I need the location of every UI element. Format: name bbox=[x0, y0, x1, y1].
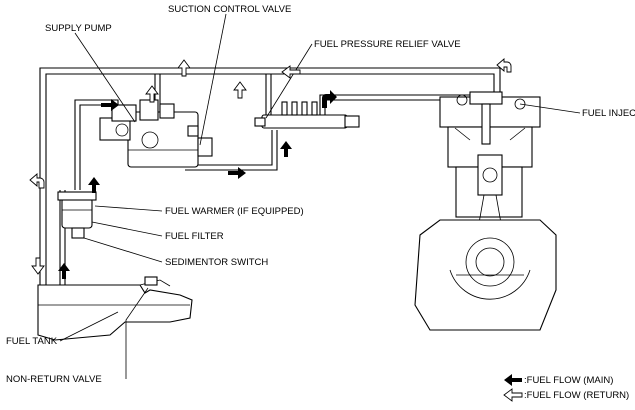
label-suction-control-valve: SUCTION CONTROL VALVE bbox=[168, 4, 291, 15]
return-flow-arrows bbox=[29, 58, 512, 275]
main-flow-arrows bbox=[58, 90, 337, 279]
label-non-return-valve: NON-RETURN VALVE bbox=[6, 374, 102, 385]
legend-return-arrow bbox=[503, 388, 523, 402]
label-sedimentor-switch: SEDIMENTOR SWITCH bbox=[165, 257, 268, 268]
supply-pump bbox=[99, 99, 213, 168]
return-flow-arrow-4 bbox=[281, 65, 301, 79]
label-fuel-filter: FUEL FILTER bbox=[165, 231, 224, 242]
legend: :FUEL FLOW (MAIN) :FUEL FLOW (RETURN) bbox=[503, 374, 629, 402]
legend-main-text: :FUEL FLOW (MAIN) bbox=[524, 375, 613, 386]
common-rail bbox=[254, 101, 360, 129]
main-flow-arrow-6 bbox=[322, 90, 337, 108]
main-flow-arrow-4 bbox=[228, 167, 246, 179]
main-flow-arrow-5 bbox=[280, 141, 292, 157]
label-fuel-warmer: FUEL WARMER (IF EQUIPPED) bbox=[165, 206, 304, 217]
return-flow-arrow-1 bbox=[29, 173, 45, 189]
return-flow-arrow-3 bbox=[233, 81, 247, 99]
label-fuel-tank: FUEL TANK bbox=[6, 336, 58, 347]
legend-return-text: :FUEL FLOW (RETURN) bbox=[524, 390, 629, 401]
main-flow-arrow-3 bbox=[58, 263, 70, 279]
high-pressure-pipe bbox=[185, 94, 470, 171]
main-flow-arrow-1 bbox=[101, 99, 119, 111]
return-flow-arrow-6 bbox=[496, 58, 512, 73]
main-flow-arrow-2 bbox=[88, 177, 100, 193]
label-supply-pump: SUPPLY PUMP bbox=[45, 23, 112, 34]
return-flow-arrow-5 bbox=[31, 257, 45, 275]
leader-lines bbox=[59, 13, 581, 379]
engine bbox=[414, 91, 557, 331]
legend-main-arrow bbox=[504, 374, 522, 386]
label-fuel-pressure-relief-valve: FUEL PRESSURE RELIEF VALVE bbox=[314, 39, 461, 50]
return-flow-arrow-2 bbox=[177, 59, 191, 77]
label-fuel-injector: FUEL INJECTOR bbox=[582, 108, 635, 119]
fuel-tank bbox=[37, 276, 193, 341]
return-flow-arrow-7 bbox=[145, 85, 159, 103]
fuel-filter bbox=[57, 191, 97, 239]
